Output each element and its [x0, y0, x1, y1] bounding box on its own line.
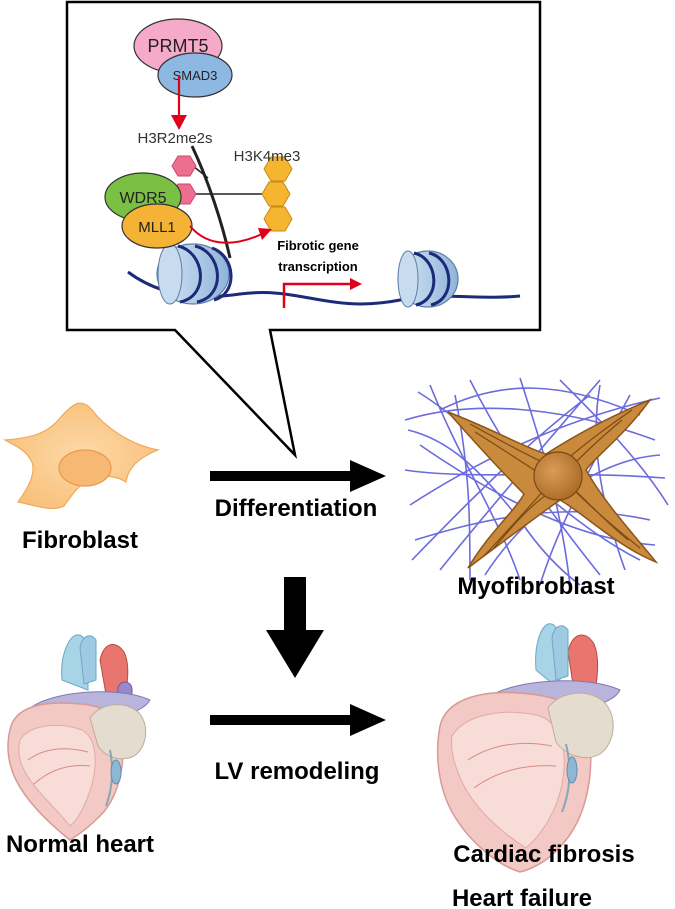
- transcription-arrow-head: [350, 278, 362, 290]
- histone-tail: [190, 145, 232, 259]
- wdr5-label: WDR5: [119, 190, 166, 207]
- hexagon-gold-2: [263, 156, 293, 182]
- callout-inset: PRMT5 SMAD3 H3R2me2s H3K4me3 WDR5 MLL1 F…: [65, 0, 542, 459]
- red-arrow-down-head: [171, 115, 187, 130]
- red-curved-arrow-head: [258, 228, 272, 240]
- fibroblast-nucleus: [58, 449, 112, 487]
- prmt5-label: PRMT5: [147, 36, 208, 56]
- normal-heart-image: [7, 634, 151, 841]
- differentiation-label: Differentiation: [215, 495, 378, 522]
- mll1-oval: [121, 203, 193, 249]
- fibroblast-cell: [2, 402, 161, 510]
- red-curved-arrow: [189, 225, 263, 244]
- fibrotic-gene-label: Fibrotic gene: [277, 238, 359, 253]
- myofibroblast-nucleus: [533, 451, 583, 501]
- hexagon-gold-1: [261, 181, 291, 207]
- transcription-label: transcription: [278, 259, 358, 274]
- h3r2-label: H3R2me2s: [137, 130, 212, 147]
- hexagon-gold-3: [263, 206, 293, 232]
- hexagon-pink-1: [171, 155, 197, 177]
- heart-failure-label: Heart failure: [452, 885, 592, 909]
- normal-heart-label: Normal heart: [6, 831, 154, 858]
- differentiation-arrow: [210, 460, 386, 492]
- down-arrow: [266, 577, 324, 678]
- tail-link-1: [192, 165, 209, 179]
- failing-heart-image: [436, 623, 621, 873]
- myofibroblast-label: Myofibroblast: [457, 573, 614, 600]
- fibroblast-label: Fibroblast: [22, 527, 138, 554]
- smad3-label: SMAD3: [173, 68, 218, 83]
- transcription-arrow: [282, 282, 352, 308]
- lv-remodeling-arrow: [210, 704, 386, 736]
- myofibroblast-cell: [404, 377, 669, 586]
- h3k4-label: H3K4me3: [234, 148, 301, 165]
- cardiac-fibrosis-label: Cardiac fibrosis: [453, 841, 634, 868]
- nucleosome-right: [397, 250, 459, 308]
- smad3-oval: [157, 52, 233, 98]
- mll1-label: MLL1: [138, 219, 176, 236]
- lv-remodeling-label: LV remodeling: [215, 758, 380, 785]
- nucleosome-left: [156, 243, 233, 305]
